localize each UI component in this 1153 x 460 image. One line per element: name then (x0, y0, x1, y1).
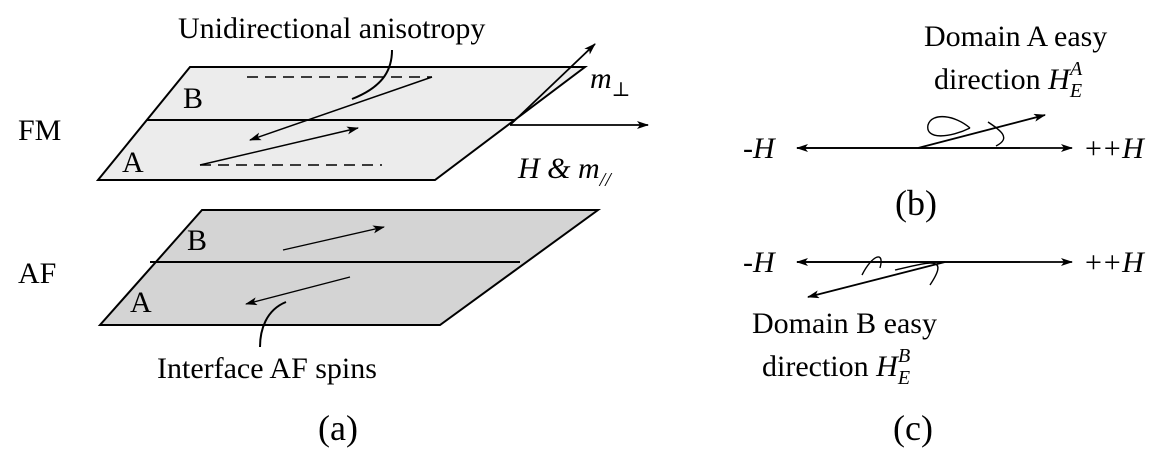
b-loop-curve (927, 116, 971, 137)
caption-a: (a) (318, 408, 358, 448)
b-domain-text-line2: direction HEA (934, 58, 1083, 102)
fm-domain-b-label: B (183, 82, 203, 115)
b-negative-h-label: -H (743, 132, 777, 165)
af-plane (97, 209, 602, 326)
fm-domain-a-label: A (122, 146, 144, 179)
panel-b: -H ++H Domain A easy direction HEA (743, 20, 1146, 165)
b-positive-h-label: ++H (1085, 132, 1146, 165)
fm-plane (95, 66, 588, 181)
caption-b: (b) (895, 183, 937, 223)
af-label: AF (18, 257, 56, 290)
c-loop-curve (861, 256, 882, 276)
caption-c: (c) (893, 408, 933, 448)
unidirectional-anisotropy-label: Unidirectional anisotropy (178, 12, 485, 45)
af-a-spin-arrow (245, 276, 351, 306)
interface-spins-pointer (259, 301, 287, 348)
c-easy-direction-arrow (807, 261, 946, 299)
c-rotation-curve (894, 262, 939, 286)
fm-b-spin-arrow (249, 76, 433, 141)
unidirectional-pointer (351, 49, 393, 100)
fm-label: FM (18, 114, 61, 147)
m-perp-label: m⊥ (590, 62, 630, 101)
c-domain-text-line2: direction HEB (762, 345, 910, 389)
b-rotation-curve (987, 121, 1005, 147)
panel-c: -H ++H Domain B easy direction HEB (743, 246, 1146, 389)
c-domain-text-line1: Domain B easy (752, 307, 937, 340)
af-layer: B A AF (18, 209, 602, 326)
c-positive-h-label: ++H (1085, 246, 1146, 279)
interface-af-spins-label: Interface AF spins (157, 352, 377, 385)
fm-layer: B A FM (18, 66, 588, 181)
af-domain-b-label: B (187, 224, 207, 257)
field-axes: m⊥ H & m// (509, 43, 649, 191)
h-and-m-parallel-label: H & m// (517, 152, 613, 191)
b-easy-direction-arrow (917, 113, 1046, 149)
af-b-spin-arrow (282, 225, 385, 251)
b-domain-text-line1: Domain A easy (924, 20, 1107, 53)
af-domain-a-label: A (130, 286, 152, 319)
fm-a-spin-arrow (199, 126, 359, 166)
m-perp-arrow (509, 43, 596, 126)
c-negative-h-label: -H (743, 246, 777, 279)
